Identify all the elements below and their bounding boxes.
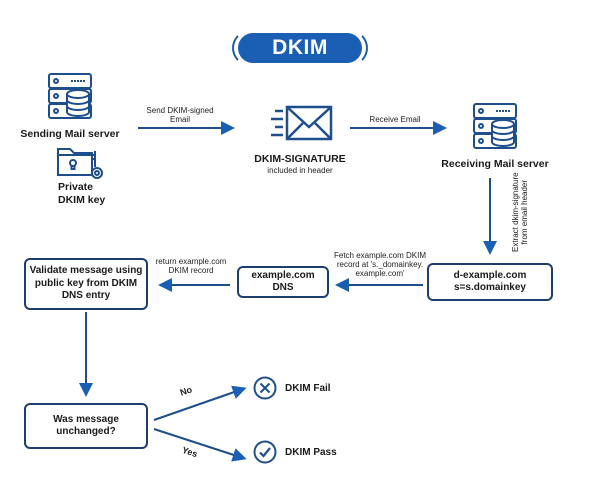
return-label-line2: DKIM record [168,266,214,276]
dns-line1: example.com [251,269,315,281]
check-circle-icon [253,440,277,464]
signature-node: DKIM-SIGNATURE included in header [240,103,360,175]
pass-label: DKIM Pass [285,446,337,458]
envelope-icon [271,105,333,141]
send-label-line1: Send DKIM-signed [146,106,214,115]
folder-key-icon [57,148,103,179]
private-key-label-1: Private [58,181,94,193]
validate-line3: DNS entry [61,290,111,302]
pass-node: DKIM Pass [253,440,337,464]
dkim-params-line1: d-example.com [453,269,527,281]
fetch-label-line1: Fetch example.com DKIM [333,251,427,260]
decision-line1: Was message [53,413,119,425]
dkim-params-line2: s=s.domainkey [454,282,526,293]
send-edge-label: Send DKIM-signed Email [140,106,220,124]
decision-box: Was message unchanged? [24,403,148,449]
extract-edge-label: Extract dkim-signature from email header [470,172,560,252]
server-database-icon [48,73,92,119]
dns-box: example.com DNS [237,266,329,298]
signature-sublabel: included in header [267,166,333,175]
return-edge-label: return example.com DKIM record [152,257,230,275]
fetch-label-line3: example.com' [355,269,405,279]
sending-server-node: Sending Mail server [10,72,130,140]
server-database-icon [473,103,517,149]
validate-line2: public key from DKIM [34,277,138,289]
send-label-line2: Email [169,115,190,125]
sending-server-label: Sending Mail server [20,128,120,140]
extract-label-line1: Extract dkim-signature [510,172,520,252]
fetch-label-line2: record at 's._domainkey. [336,260,424,270]
decision-line2: unchanged? [56,426,116,437]
arrow-yes [153,428,247,462]
x-circle-icon [253,376,277,400]
receiving-server-label: Receiving Mail server [441,158,549,170]
fail-node: DKIM Fail [253,376,331,400]
fail-label: DKIM Fail [285,382,331,394]
extract-label-line2: from email header [520,179,529,245]
dkim-params-box: d-example.com s=s.domainkey [427,263,553,301]
validate-box: Validate message using public key from D… [24,258,148,310]
validate-line1: Validate message using [29,265,143,277]
dns-line2: DNS [272,282,294,293]
private-key-label-2: DKIM key [58,193,106,206]
page-title: DKIM [238,33,362,63]
receive-edge-label: Receive Email [369,115,421,124]
receiving-server-node: Receiving Mail server [435,102,555,170]
signature-label: DKIM-SIGNATURE [254,153,346,165]
fetch-edge-label: Fetch example.com DKIM record at 's._dom… [325,251,435,279]
return-label-line1: return example.com [155,257,227,266]
title-pill-outline [232,30,368,66]
private-key-node: Private DKIM key [50,145,110,206]
arrow-no [153,385,247,421]
